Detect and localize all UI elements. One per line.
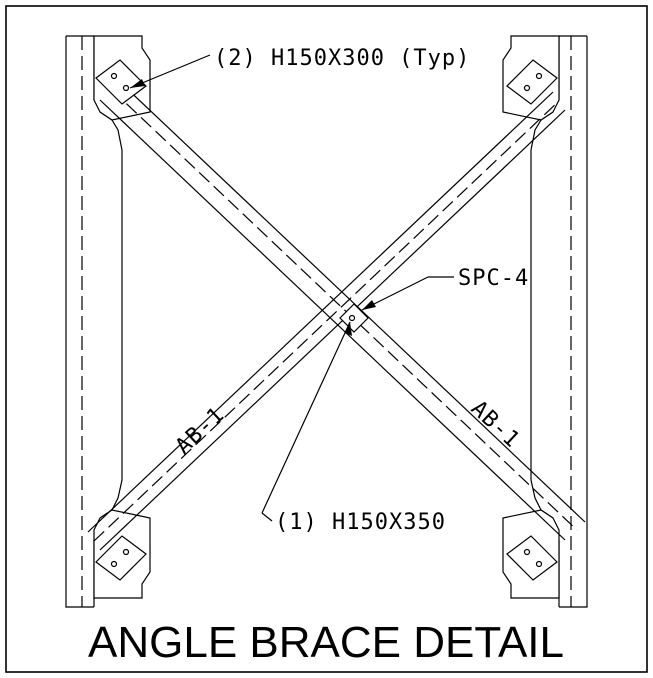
callout-spc: SPC-4 [458, 266, 529, 291]
label-left-diagonal: AB-1 [171, 402, 230, 459]
left-column [65, 35, 151, 608]
drawing-border [5, 5, 648, 673]
label-right-diagonal: AB-1 [466, 396, 525, 453]
plate-bottom-left [95, 535, 147, 581]
plate-top-left [95, 59, 147, 105]
leader-spc [361, 276, 454, 311]
diagonal-brace-bl-br [87, 91, 566, 551]
callout-top-plate: (2) H150X300 (Typ) [214, 46, 470, 71]
callout-center-plate: (1) H150X350 [275, 510, 446, 535]
drawing-title: ANGLE BRACE DETAIL [88, 618, 564, 667]
leader-top-plate [129, 54, 211, 89]
plate-bottom-right [506, 535, 558, 581]
leader-center-plate [261, 321, 352, 522]
plate-top-right [506, 59, 558, 105]
diagonal-brace-tl-br [99, 81, 586, 541]
